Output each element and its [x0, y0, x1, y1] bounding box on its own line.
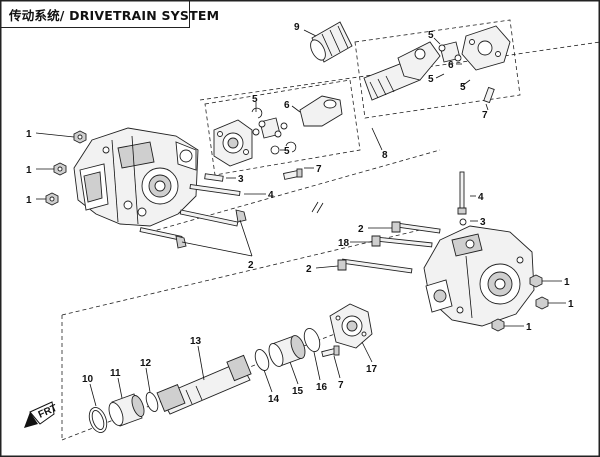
callout-5e: 5 [460, 82, 466, 93]
front-gearbox-assembly [73, 127, 199, 227]
coupler-15 [268, 335, 306, 367]
boot-9 [310, 21, 353, 63]
callout-1c: 1 [26, 195, 32, 206]
snap-rings [251, 107, 297, 155]
break-mark-1 [311, 201, 319, 213]
stud-4-right [457, 171, 467, 215]
bolt-2b [139, 227, 187, 249]
callout-1a: 1 [26, 129, 32, 140]
callout-b7: 7 [338, 380, 344, 391]
ring-12 [145, 391, 159, 413]
callout-r2a: 2 [358, 224, 364, 235]
ring-10 [88, 407, 108, 433]
callout-r1b: 1 [568, 299, 574, 310]
nut-1b [53, 162, 67, 176]
page-title: 传动系统/ DRIVETRAIN SYSTEM [9, 7, 220, 23]
bolt-18 [371, 235, 433, 248]
callout-r3: 3 [480, 217, 486, 228]
bolt-2-right-b [337, 258, 413, 274]
callout-5a: 5 [252, 94, 258, 105]
rear-gearbox-assembly [423, 225, 535, 327]
callout-14: 14 [268, 394, 280, 405]
title-box: 传动系统/ DRIVETRAIN SYSTEM [0, 0, 219, 28]
sleeve-11 [108, 393, 145, 427]
universal-joint-cross-right [438, 41, 462, 63]
nut-1a [73, 130, 87, 144]
callout-5d: 5 [428, 74, 434, 85]
bolt-4 [189, 184, 241, 196]
callout-8: 8 [382, 150, 388, 161]
bolt-2a [179, 209, 247, 227]
callout-9: 9 [294, 22, 300, 33]
callout-3: 3 [238, 174, 244, 185]
flange-17 [329, 303, 373, 349]
callout-4: 4 [268, 190, 274, 201]
bolt-7 [282, 168, 303, 180]
bolt-7b [483, 86, 495, 104]
front-direction-arrow [24, 401, 55, 428]
flange-yoke-right [461, 25, 511, 71]
yoke-right [299, 95, 343, 127]
axis-line-upper [149, 149, 441, 233]
callout-r18: 18 [338, 238, 350, 249]
callout-r1a: 1 [564, 277, 570, 288]
callout-16: 16 [316, 382, 328, 393]
nut-1c [45, 192, 59, 206]
universal-joint-cross [252, 117, 288, 139]
bolt-3 [204, 173, 224, 182]
ring-14 [254, 349, 270, 371]
callout-12: 12 [140, 358, 152, 369]
nut-1-right-c [491, 318, 505, 332]
nut-1-right-b [535, 296, 549, 310]
callout-6b: 6 [448, 60, 454, 71]
callout-10: 10 [82, 374, 94, 385]
callout-6: 6 [284, 100, 290, 111]
shaft-13 [156, 354, 252, 415]
leader-lines [35, 29, 566, 407]
callout-r4: 4 [478, 192, 484, 203]
callout-r1c: 1 [526, 322, 532, 333]
callout-5c: 5 [428, 30, 434, 41]
bolt-7-bottom [321, 345, 340, 358]
nut-1-right-a [529, 274, 543, 288]
bolt-2-right-a [391, 221, 441, 234]
flange-yoke-left [213, 119, 253, 167]
group-box-shaft [354, 19, 521, 119]
callout-7b: 7 [482, 110, 488, 121]
group-box-joint [204, 79, 361, 176]
callout-7: 7 [316, 164, 322, 175]
callout-11: 11 [110, 368, 121, 379]
callout-5b: 5 [284, 146, 290, 157]
callout-2: 2 [248, 260, 254, 271]
axis-line-middle [61, 229, 421, 316]
callout-r2b: 2 [306, 264, 312, 275]
callout-1b: 1 [26, 165, 32, 176]
axis-line-top [199, 41, 600, 101]
callout-13: 13 [190, 336, 202, 347]
propeller-shaft-8 [363, 41, 441, 101]
break-mark-2 [316, 202, 324, 214]
ring-16 [303, 328, 321, 352]
callout-15: 15 [292, 386, 304, 397]
callout-17: 17 [366, 364, 378, 375]
washer-3-right [459, 218, 467, 226]
